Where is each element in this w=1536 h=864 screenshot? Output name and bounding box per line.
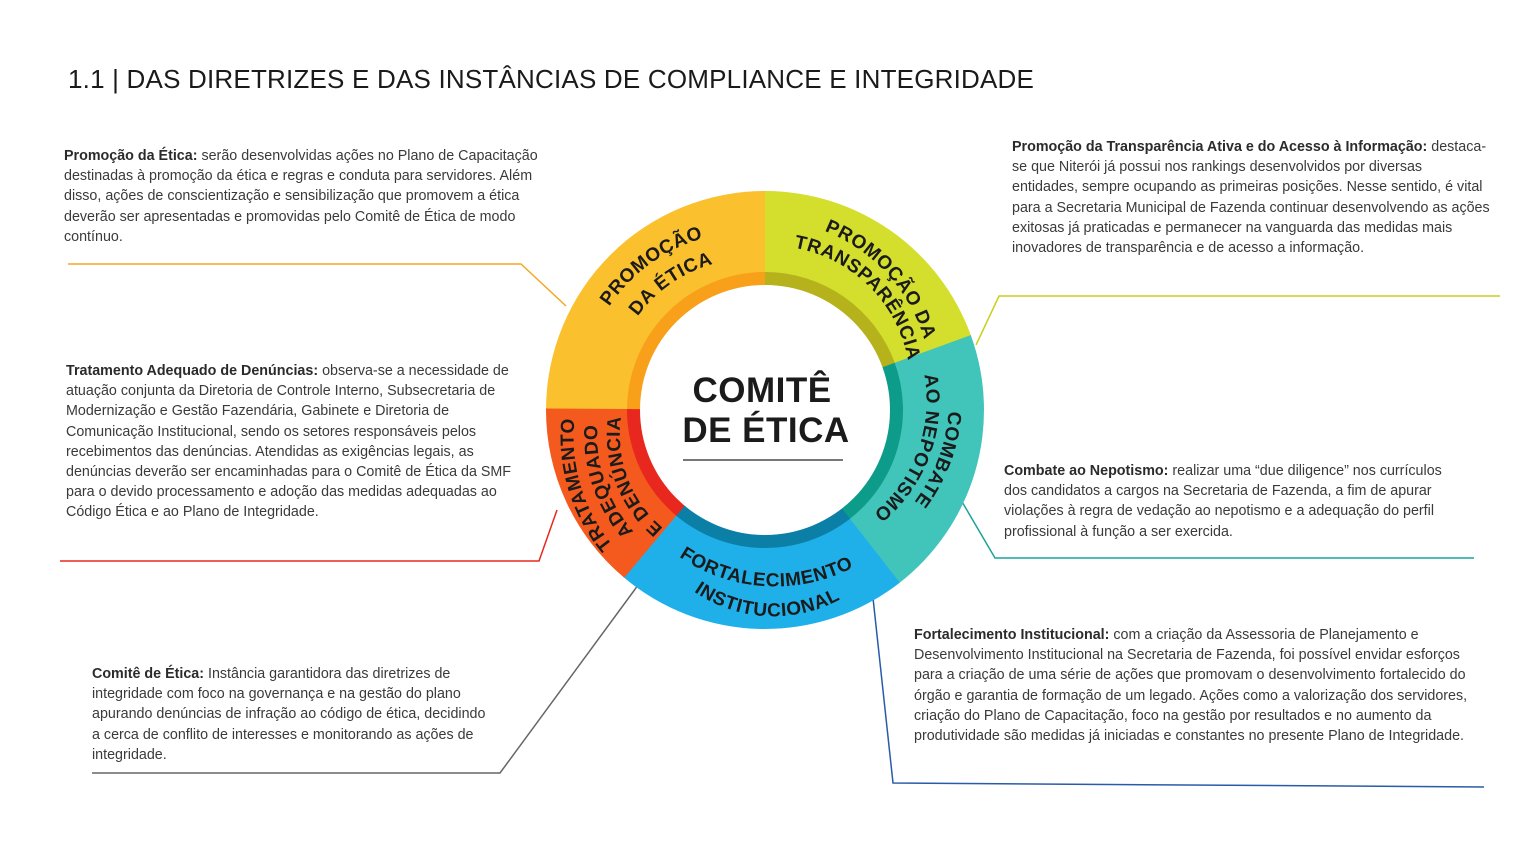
desc-fortalecimento-label: Fortalecimento Institucional: xyxy=(914,627,1110,643)
connector-etica xyxy=(68,263,567,307)
desc-comite-text: Instância garantidora das diretrizes de … xyxy=(92,666,486,763)
ring-outer xyxy=(546,191,984,629)
connector-transparencia xyxy=(975,295,1500,346)
page-title: 1.1 | DAS DIRETRIZES E DAS INSTÂNCIAS DE… xyxy=(68,64,1035,94)
desc-nepotismo-text: realizar uma “due diligence” nos currícu… xyxy=(1004,463,1442,540)
desc-etica-label: Promoção da Ética: xyxy=(64,148,198,164)
desc-nepotismo: Combate ao Nepotismo: realizar uma “due … xyxy=(1004,461,1468,542)
center-label-line1: COMITÊ xyxy=(692,370,831,410)
desc-comite: Comitê de Ética: Instância garantidora d… xyxy=(92,664,488,765)
desc-fortalecimento: Fortalecimento Institucional: com a cria… xyxy=(914,625,1476,746)
segment-fortalecimento-outer[interactable] xyxy=(623,514,900,629)
center-circle[interactable] xyxy=(640,285,890,535)
segment-nepotismo-outer[interactable] xyxy=(848,335,984,584)
desc-etica: Promoção da Ética: serão desenvolvidas a… xyxy=(64,146,544,247)
desc-fortalecimento-text: com a criação da Assessoria de Planejame… xyxy=(914,627,1468,745)
desc-transparencia-label: Promoção da Transparência Ativa e do Ace… xyxy=(1012,139,1428,155)
desc-denuncias-label: Tratamento Adequado de Denúncias: xyxy=(66,363,319,379)
desc-nepotismo-label: Combate ao Nepotismo: xyxy=(1004,463,1169,479)
desc-etica-text: serão desenvolvidas ações no Plano de Ca… xyxy=(64,148,538,245)
segment-denuncias-outer[interactable] xyxy=(546,408,677,578)
segment-fortalecimento-inner xyxy=(675,499,850,548)
segment-transparencia-inner xyxy=(765,272,896,371)
desc-comite-label: Comitê de Ética: xyxy=(92,666,205,682)
connector-nepotismo xyxy=(960,499,1474,559)
desc-denuncias-text: observa-se a necessidade de atuação conj… xyxy=(66,363,512,521)
segment-transparencia-outer[interactable] xyxy=(765,191,972,365)
connector-denuncias xyxy=(60,509,558,562)
center-label-line2: DE ÉTICA xyxy=(682,410,849,450)
desc-denuncias: Tratamento Adequado de Denúncias: observ… xyxy=(66,361,518,523)
desc-transparencia-text: destaca-se que Niterói já possui nos ran… xyxy=(1012,139,1490,257)
connector-fortalecimento xyxy=(872,597,1485,788)
desc-transparencia: Promoção da Transparência Ativa e do Ace… xyxy=(1012,137,1490,258)
segment-etica-outer[interactable] xyxy=(546,191,767,410)
